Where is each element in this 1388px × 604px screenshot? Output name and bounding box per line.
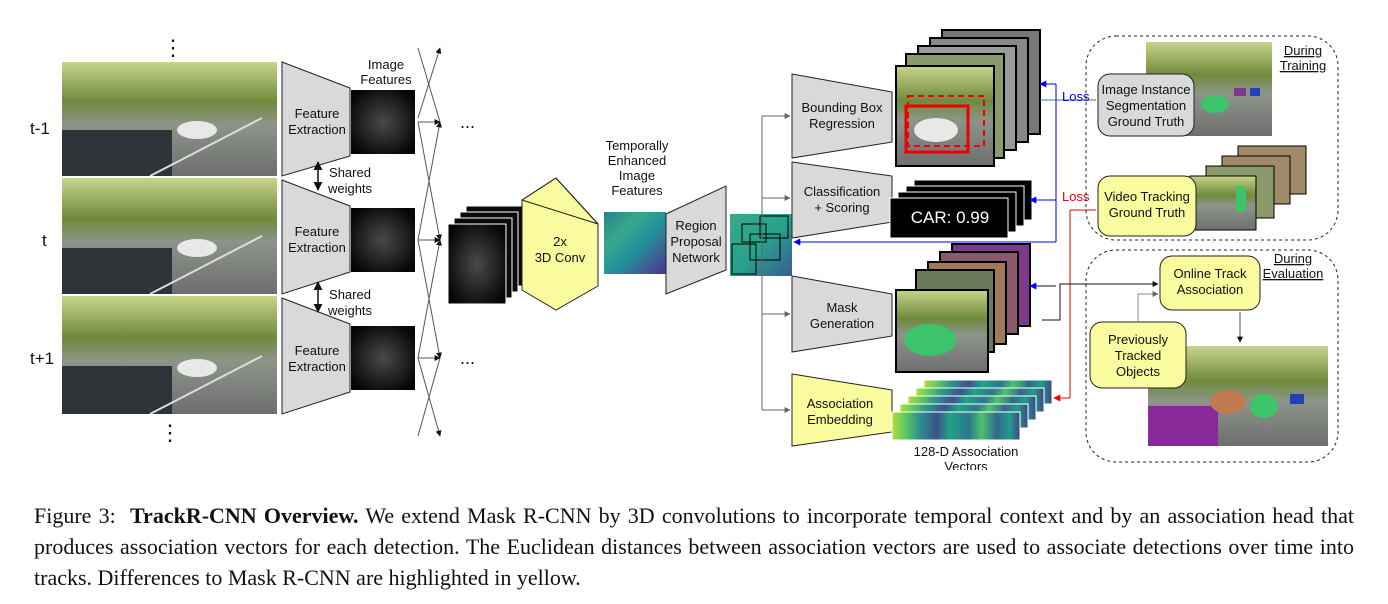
- online-track-box: [1159, 255, 1261, 311]
- feature-map-2: [351, 208, 415, 272]
- rpn-block: [665, 185, 727, 295]
- classification-head-label: Classification+ Scoring: [804, 184, 881, 215]
- proposal-map: [730, 214, 792, 276]
- time-label-t-1: t-1: [30, 119, 50, 138]
- temporal-connection-arrows: [417, 47, 442, 437]
- top-ellipsis: ⋮: [162, 35, 184, 60]
- frame-t-1: [62, 62, 277, 177]
- stacked-feature-maps: [447, 205, 525, 305]
- car-score: CAR: 0.99: [911, 208, 989, 227]
- mask-output-stack: [895, 243, 1031, 373]
- classification-output-stack: CAR: 0.99: [889, 179, 1033, 239]
- track-gt-box: [1097, 175, 1197, 237]
- feature-extraction-1: [281, 61, 351, 177]
- ellipsis-row-3: ...: [460, 348, 475, 368]
- caption-title: TrackR-CNN Overview.: [130, 503, 359, 528]
- feature-map-1: [351, 90, 415, 154]
- feature-map-3: [351, 326, 415, 390]
- feature-extraction-3: [281, 297, 351, 415]
- time-label-t+1: t+1: [30, 349, 54, 368]
- caption-figure-label: Figure 3:: [34, 503, 116, 528]
- head-branch-connectors: [761, 113, 791, 413]
- temporal-feature-map: [604, 212, 666, 274]
- loss-label-blue: Loss: [1062, 89, 1090, 104]
- frame-t: [62, 178, 277, 295]
- figure-caption: Figure 3: TrackR-CNN Overview. We extend…: [34, 500, 1354, 593]
- time-label-t: t: [42, 231, 47, 250]
- bottom-ellipsis: ⋮: [159, 420, 181, 445]
- caption-text: We extend Mask R-CNN by 3D convolutions …: [34, 503, 1355, 590]
- frame-t+1: [62, 296, 277, 415]
- seg-gt-box: [1097, 73, 1195, 137]
- input-frames: ⋮ ⋮ t-1 t t+1: [30, 35, 277, 445]
- bbox-output-stack: [895, 29, 1041, 167]
- ellipsis-row-1: ...: [460, 112, 475, 132]
- loss-label-red: Loss: [1062, 189, 1090, 204]
- loss-lines: [793, 80, 1096, 402]
- feature-extraction-2: [281, 179, 351, 295]
- classification-head: Classification+ Scoring: [791, 161, 893, 239]
